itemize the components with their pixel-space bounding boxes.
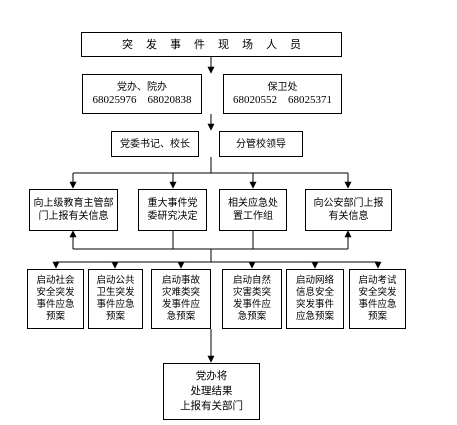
node-action-report-police: 向公安部门上报 有关信息	[305, 189, 392, 231]
node-plan-natural-disaster: 启动自然 灾害类突 发事件应 急预案	[222, 269, 282, 329]
plan-line: 启动自然	[232, 275, 271, 286]
plan-line: 启动公共	[96, 275, 135, 286]
plan-line: 事件应急	[96, 299, 135, 310]
node-action-working-group: 相关应急处 置工作组	[219, 189, 287, 231]
plan-line: 发事件应	[161, 299, 200, 310]
leader-label: 分管校领导	[236, 138, 286, 150]
action-line: 置工作组	[233, 211, 273, 222]
contact-name: 党办、院办	[117, 82, 167, 93]
node-action-report-education: 向上级教育主管部 门上报有关信息	[29, 189, 118, 231]
plan-line: 启动网络	[295, 275, 334, 286]
node-onsite-personnel-label: 突发事件现场人员	[122, 38, 314, 51]
action-line: 委研究决定	[147, 211, 198, 222]
node-leader-vice: 分管校领导	[219, 131, 303, 157]
plan-line: 安全突发	[36, 287, 75, 298]
node-contact-security: 保卫处 68020552 68025371	[223, 74, 342, 114]
plan-line: 预案	[45, 311, 65, 322]
node-plan-exam-safety: 启动考试 安全突发 事件应急 预案	[349, 269, 406, 329]
node-contact-party-office: 党办、院办 68025976 68020838	[82, 74, 202, 114]
plan-line: 卫生突发	[96, 287, 135, 298]
plan-line: 信息安全	[295, 287, 334, 298]
plan-line: 急预案	[237, 311, 267, 322]
plan-line: 事件应急	[358, 299, 397, 310]
node-action-party-decision: 重大事件党 委研究决定	[138, 189, 207, 231]
node-plan-network-security: 启动网络 信息安全 突发事件 应急预案	[286, 269, 344, 329]
node-result-report: 党办将 处理结果 上报有关部门	[163, 363, 260, 420]
contact-name: 保卫处	[267, 82, 298, 93]
node-plan-public-health: 启动公共 卫生突发 事件应急 预案	[88, 269, 143, 329]
result-line: 处理结果	[190, 385, 233, 397]
leader-label: 党委书记、校长	[120, 138, 190, 150]
contact-phones: 68025976 68020838	[92, 94, 192, 106]
contact-phones: 68020552 68025371	[233, 94, 332, 106]
result-line: 党办将	[195, 370, 228, 382]
plan-line: 突发事件	[295, 299, 334, 310]
action-line: 门上报有关信息	[38, 211, 109, 222]
plan-line: 安全突发	[358, 287, 397, 298]
plan-line: 预案	[105, 311, 125, 322]
action-line: 向上级教育主管部	[33, 198, 114, 209]
result-line: 上报有关部门	[180, 400, 243, 412]
plan-line: 发事件应	[232, 299, 271, 310]
action-line: 相关应急处	[228, 198, 278, 209]
plan-line: 应急预案	[295, 311, 334, 322]
plan-line: 灾难类突	[161, 287, 200, 298]
plan-line: 启动社会	[36, 275, 75, 286]
plan-line: 启动事故	[161, 275, 200, 286]
node-plan-accident-disaster: 启动事故 灾难类突 发事件应 急预案	[151, 269, 211, 329]
plan-line: 预案	[367, 311, 387, 322]
node-plan-social-safety: 启动社会 安全突发 事件应急 预案	[27, 269, 84, 329]
action-line: 重大事件党	[147, 198, 198, 209]
node-onsite-personnel: 突发事件现场人员	[81, 32, 342, 57]
node-leader-secretary-president: 党委书记、校长	[111, 131, 199, 157]
plan-line: 事件应急	[36, 299, 75, 310]
action-line: 向公安部门上报	[313, 198, 384, 209]
plan-line: 启动考试	[358, 275, 397, 286]
plan-line: 急预案	[166, 311, 196, 322]
action-line: 有关信息	[328, 211, 369, 222]
plan-line: 灾害类突	[232, 287, 271, 298]
